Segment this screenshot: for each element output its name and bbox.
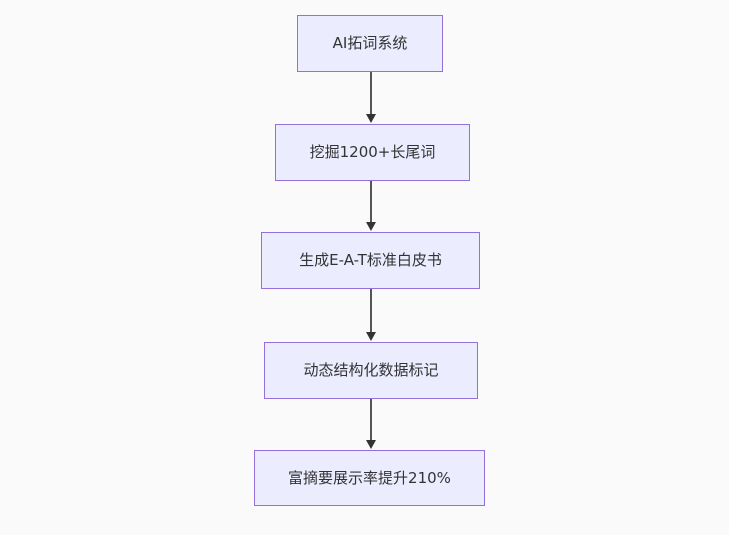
flow-node-rich-snippet-uplift: 富摘要展示率提升210% — [254, 450, 485, 506]
arrow-down-icon — [366, 114, 376, 123]
flow-node-eat-whitepaper: 生成E-A-T标准白皮书 — [261, 232, 480, 289]
flow-node-label: AI拓词系统 — [332, 34, 408, 52]
arrow-down-icon — [366, 222, 376, 231]
flow-node-longtail-mining: 挖掘1200+长尾词 — [275, 124, 470, 181]
flow-node-label: 动态结构化数据标记 — [303, 361, 439, 379]
flow-arrow — [366, 72, 376, 123]
arrow-down-icon — [366, 332, 376, 341]
flow-node-ai-keyword-system: AI拓词系统 — [297, 15, 443, 72]
flow-node-label: 生成E-A-T标准白皮书 — [299, 251, 442, 269]
flow-arrow — [366, 289, 376, 341]
flow-node-label: 挖掘1200+长尾词 — [309, 143, 436, 161]
flow-arrow — [366, 181, 376, 231]
flow-node-structured-data-markup: 动态结构化数据标记 — [264, 342, 478, 399]
flow-arrow — [366, 399, 376, 449]
flow-node-label: 富摘要展示率提升210% — [288, 468, 451, 487]
arrow-down-icon — [366, 440, 376, 449]
